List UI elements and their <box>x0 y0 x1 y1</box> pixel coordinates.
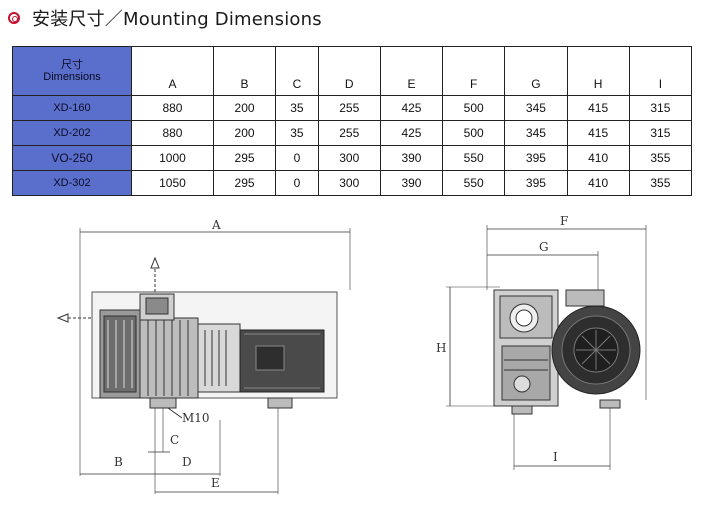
dim-label-d: D <box>182 455 192 469</box>
column-header: E <box>379 46 444 96</box>
dim-label-a: A <box>211 218 221 232</box>
table-cell: 410 <box>566 170 630 196</box>
dim-label-b: B <box>114 455 123 469</box>
table-cell: 35 <box>275 95 319 121</box>
model-cell: VO-250 <box>12 145 132 171</box>
table-row: XD-302 1050 295 0 300 390 550 395 410 35… <box>12 170 693 196</box>
end-view <box>446 225 647 470</box>
corner-header-en: Dimensions <box>43 71 101 83</box>
bolt-label-m10: M10 <box>182 411 210 425</box>
table-cell: 550 <box>442 170 506 196</box>
table-cell: 300 <box>317 170 381 196</box>
column-header: G <box>504 46 568 96</box>
table-cell: 410 <box>566 145 630 171</box>
column-header: H <box>566 46 630 96</box>
table-cell: 345 <box>504 120 568 146</box>
table-cell: 1050 <box>131 170 214 196</box>
table-cell: 880 <box>131 95 214 121</box>
table-row: XD-160 880 200 35 255 425 500 345 415 31… <box>12 95 693 121</box>
column-header: C <box>275 46 319 96</box>
table-cell: 415 <box>566 120 630 146</box>
dim-label-h: H <box>436 341 446 355</box>
model-cell: XD-302 <box>12 170 132 196</box>
table-cell: 255 <box>317 95 381 121</box>
dim-label-e: E <box>211 476 220 490</box>
corner-header-cn: 尺寸 <box>61 59 83 71</box>
table-cell: 300 <box>317 145 381 171</box>
dim-label-g: G <box>539 240 549 254</box>
bullet-circle-icon <box>8 12 20 24</box>
table-row: VO-250 1000 295 0 300 390 550 395 410 35… <box>12 145 693 171</box>
table-cell: 295 <box>212 170 277 196</box>
title-text: 安装尺寸／Mounting Dimensions <box>32 9 322 30</box>
table-cell: 390 <box>379 170 444 196</box>
dim-label-i: I <box>553 450 558 464</box>
table-cell: 395 <box>504 170 568 196</box>
column-header: I <box>628 46 693 96</box>
model-cell: XD-160 <box>12 95 132 121</box>
dimensions-table: 尺寸 Dimensions A B C D E F G H I XD-160 8… <box>12 46 693 196</box>
table-cell: 425 <box>379 95 444 121</box>
page-title: 安装尺寸／Mounting Dimensions <box>8 6 322 30</box>
table-cell: 500 <box>442 120 506 146</box>
table-cell: 880 <box>131 120 214 146</box>
table-cell: 500 <box>442 95 506 121</box>
table-cell: 355 <box>628 145 693 171</box>
corner-header: 尺寸 Dimensions <box>12 46 132 96</box>
side-view <box>56 228 351 494</box>
table-header-row: 尺寸 Dimensions A B C D E F G H I <box>12 46 693 96</box>
column-header: D <box>317 46 381 96</box>
column-header: A <box>131 46 214 96</box>
dim-label-f: F <box>560 214 568 228</box>
table-cell: 315 <box>628 95 693 121</box>
dim-label-c: C <box>170 433 179 447</box>
table-cell: 355 <box>628 170 693 196</box>
table-cell: 1000 <box>131 145 214 171</box>
model-cell: XD-202 <box>12 120 132 146</box>
table-cell: 200 <box>212 120 277 146</box>
table-cell: 0 <box>275 170 319 196</box>
